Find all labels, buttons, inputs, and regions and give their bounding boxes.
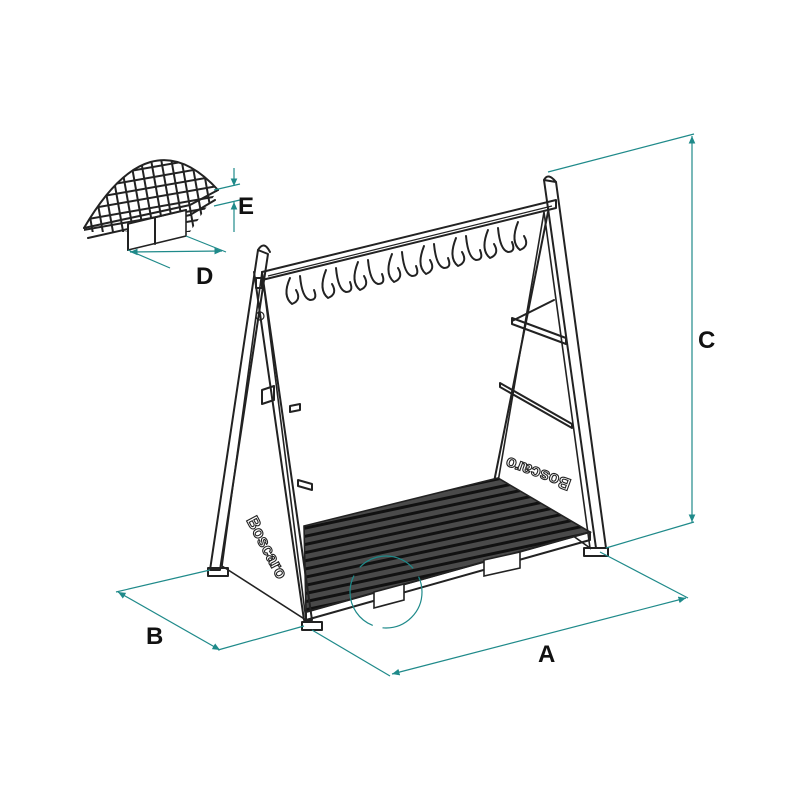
hook-icon: [285, 221, 528, 305]
dimension-label-c: C: [698, 327, 715, 354]
grating-detail-icon: [83, 159, 241, 269]
dimension-label-b: B: [146, 623, 163, 650]
dimension-label-d: D: [196, 263, 213, 290]
dimension-label-e: E: [238, 193, 254, 220]
dimension-label-a: A: [538, 641, 555, 668]
